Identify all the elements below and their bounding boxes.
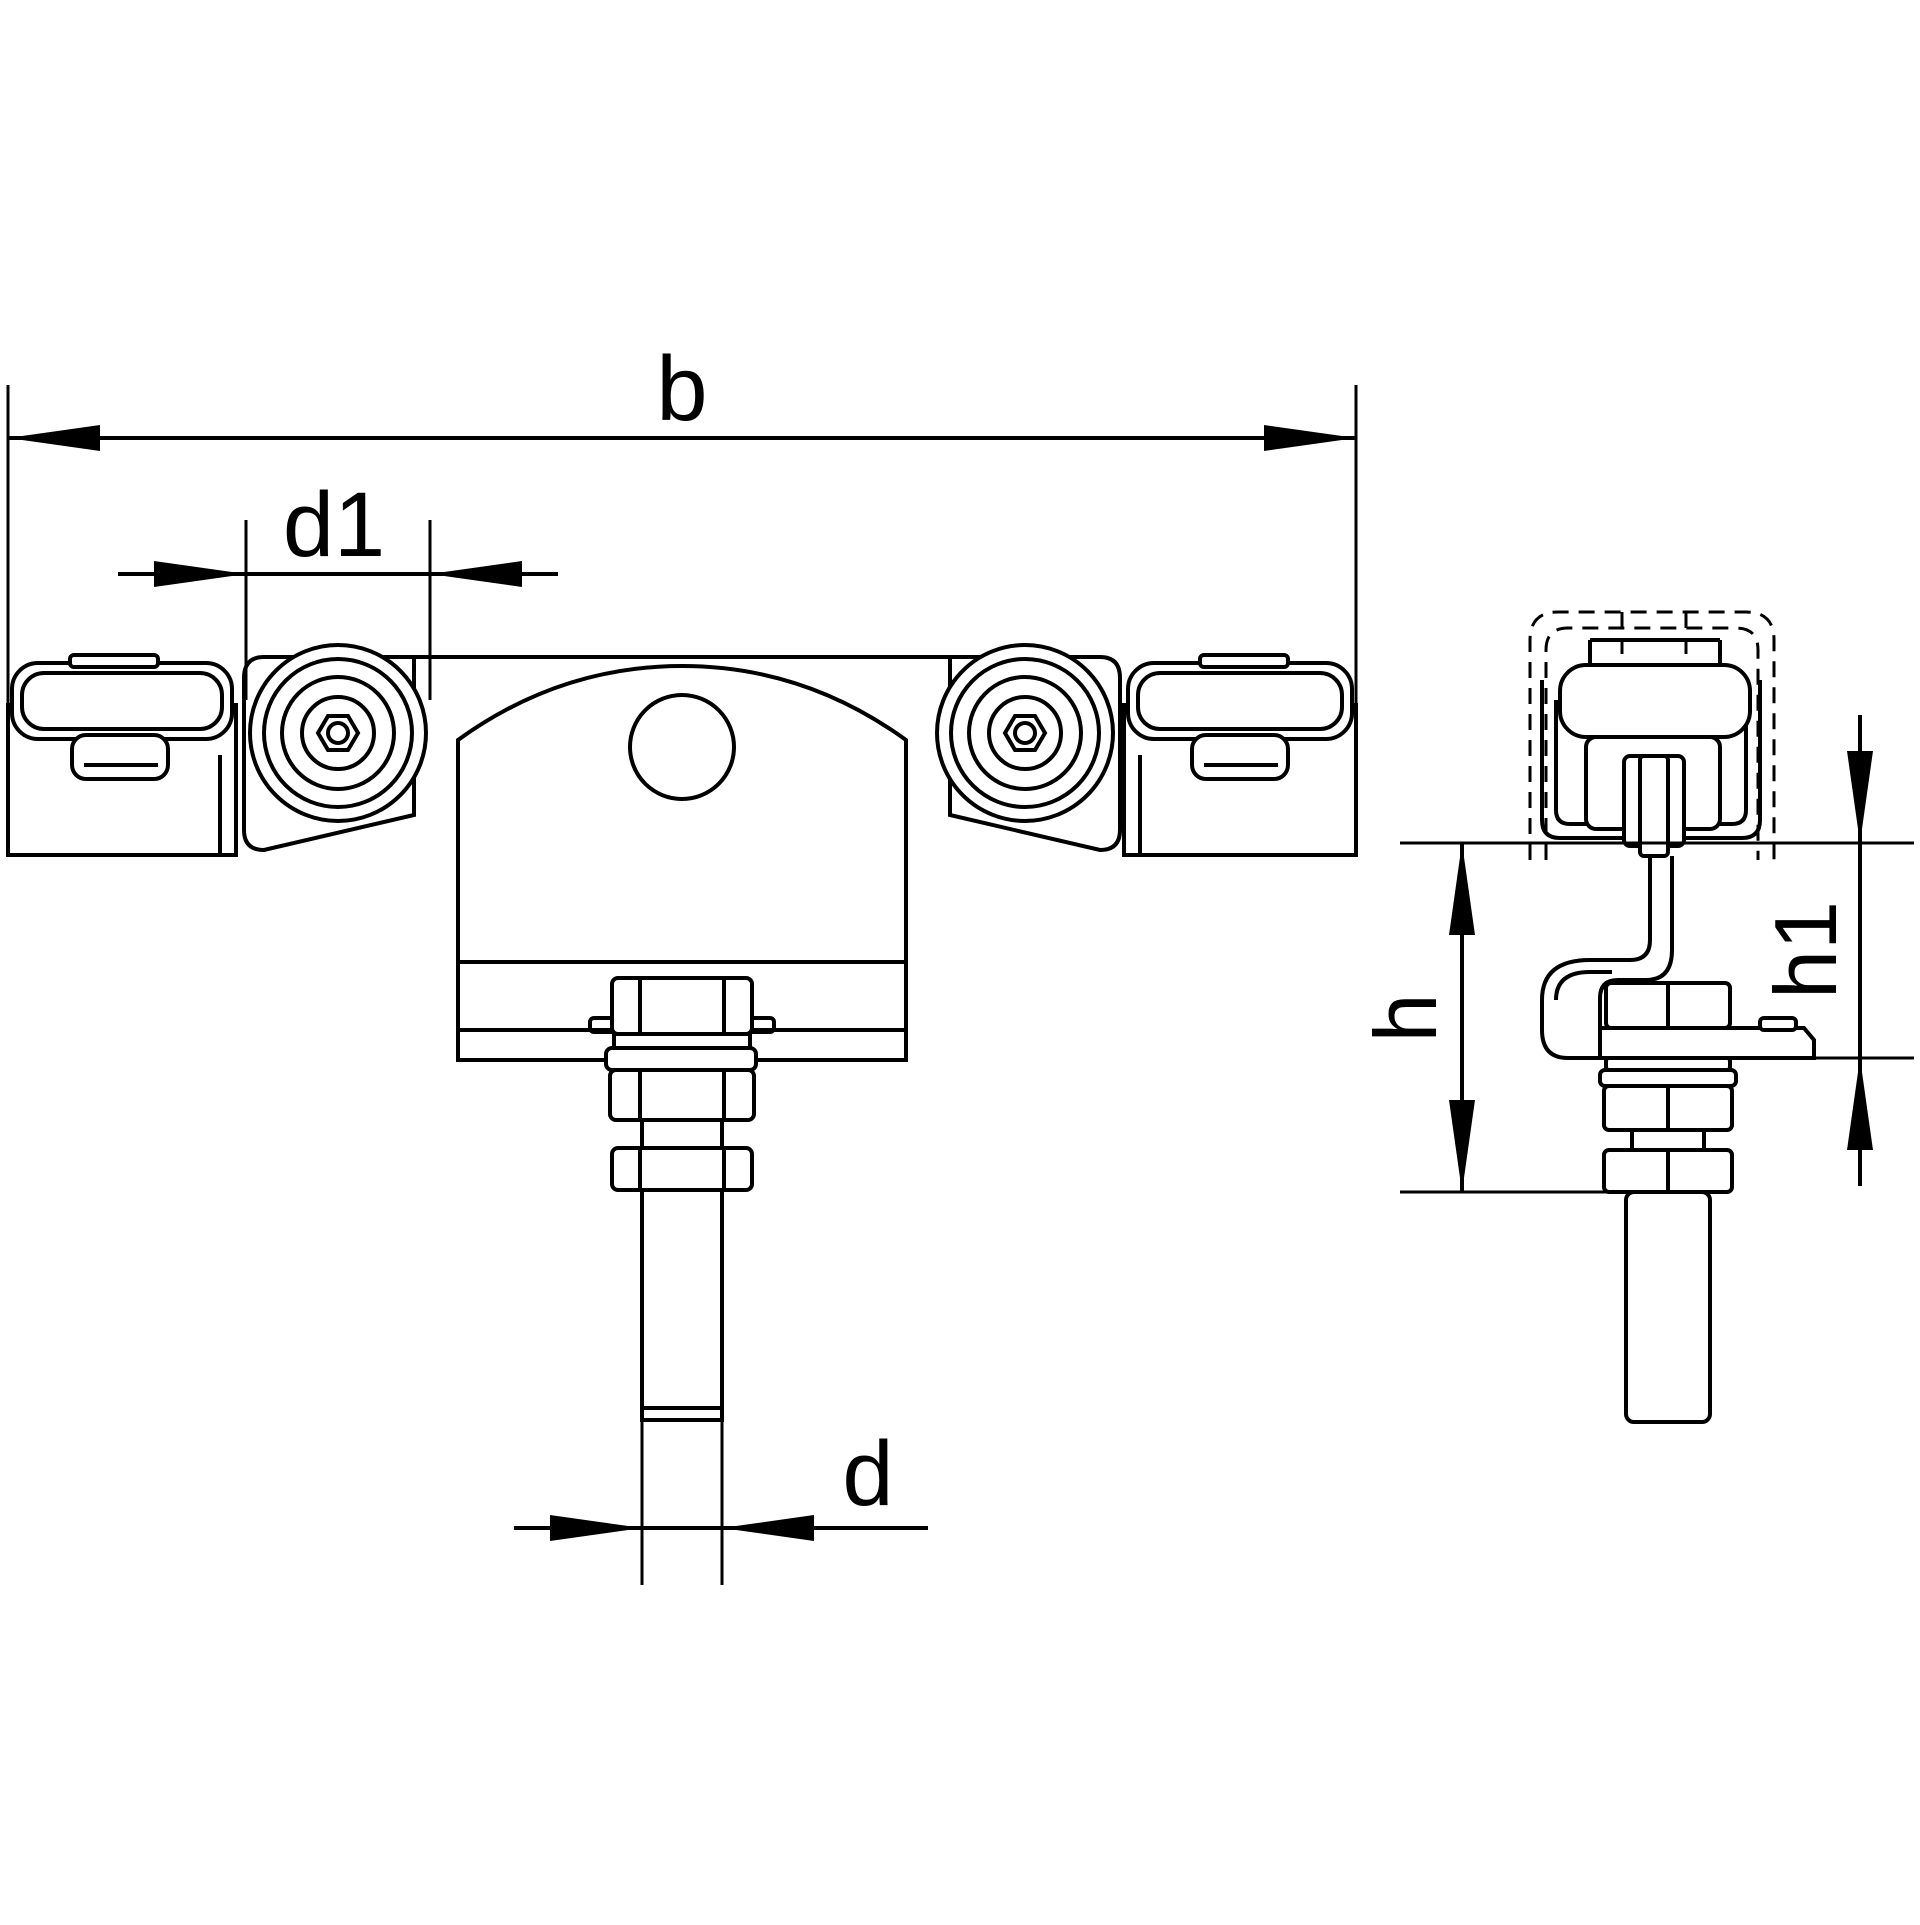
right-end-block xyxy=(1122,653,1358,857)
bolt-assembly xyxy=(604,976,758,1422)
side-view: h h1 xyxy=(1356,610,1914,1424)
left-end-block xyxy=(6,653,238,857)
hanger-hook xyxy=(1540,856,1674,1060)
side-roller xyxy=(1558,663,1752,739)
dimension-label-h: h xyxy=(1356,994,1455,1043)
dimension-d1: d1 xyxy=(118,474,558,700)
right-wheel xyxy=(935,643,1115,823)
front-view: b d1 d xyxy=(6,338,1358,1585)
dimension-b: b xyxy=(6,338,1358,855)
dimension-label-b: b xyxy=(656,338,707,440)
right-carrier-plate xyxy=(948,655,1122,853)
side-plate xyxy=(1598,1026,1816,1060)
dimension-h: h xyxy=(1356,843,1475,1192)
side-rod xyxy=(1624,1190,1712,1424)
dimension-label-d1: d1 xyxy=(283,474,385,576)
dimension-d: d xyxy=(514,1420,928,1585)
dimension-h1: h1 xyxy=(1756,715,1873,1186)
dimension-label-d: d xyxy=(842,1423,893,1525)
dimension-label-h1: h1 xyxy=(1756,901,1855,999)
left-wheel xyxy=(248,643,428,823)
